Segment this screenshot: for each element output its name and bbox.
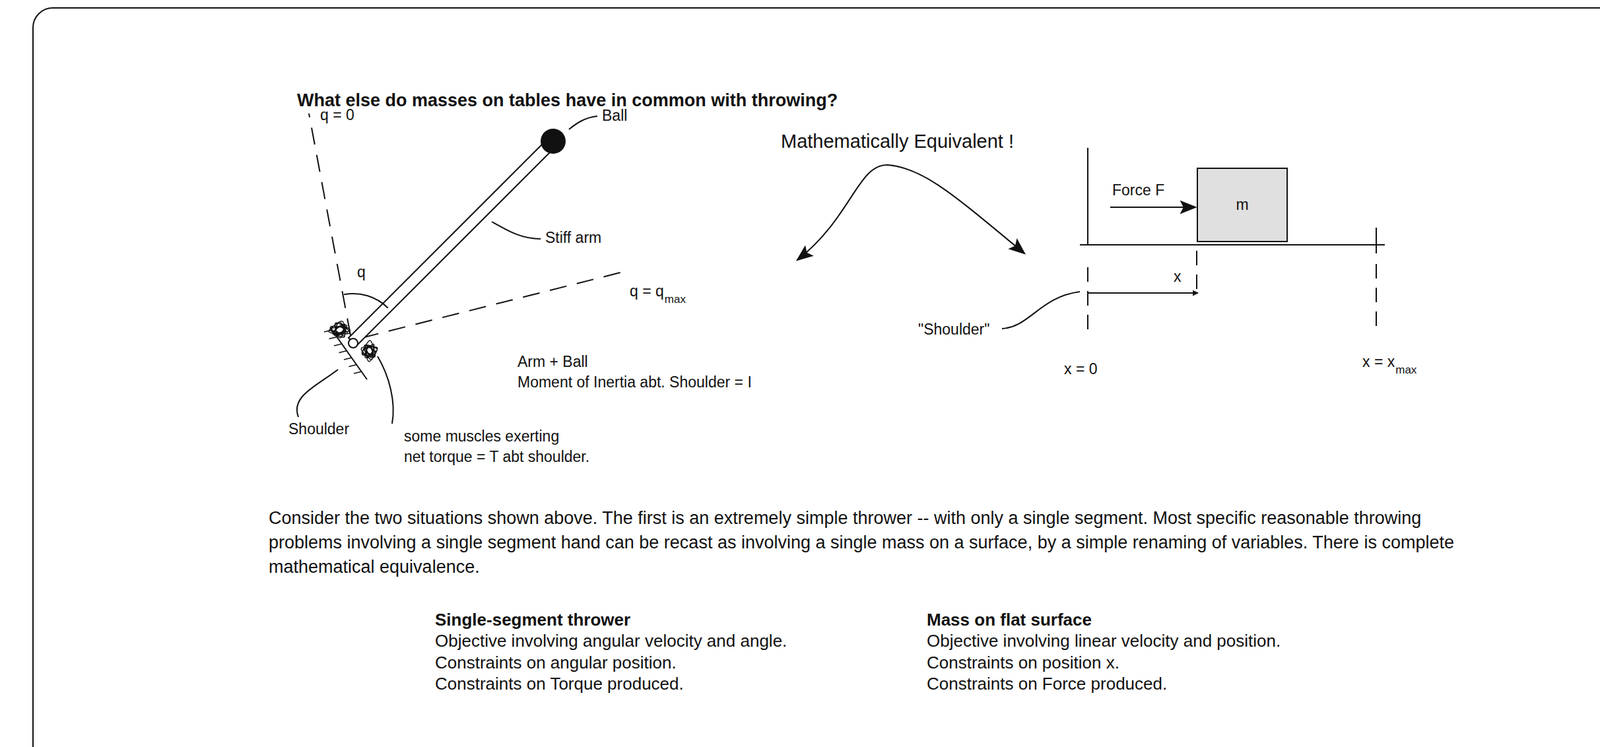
label: some muscles exerting	[403, 427, 560, 447]
hatch	[324, 330, 333, 333]
leader-line	[568, 116, 598, 130]
label: Objective involving angular velocity and…	[434, 631, 787, 652]
column-heading: Single-segment thrower	[434, 609, 631, 631]
table-surface	[1079, 244, 1385, 246]
ball	[540, 128, 566, 154]
wall	[1087, 147, 1089, 245]
label: q = q	[629, 282, 665, 301]
label: Mathematically Equivalent !	[780, 130, 1014, 154]
label: "Shoulder"	[918, 320, 990, 340]
hatch	[329, 337, 338, 340]
dashed-marker	[1196, 250, 1198, 296]
column-heading: Mass on flat surface	[926, 609, 1092, 631]
label: Arm + Ball	[517, 353, 589, 372]
label: q	[357, 263, 366, 282]
label: max	[664, 293, 686, 307]
mass-label: m	[1235, 196, 1249, 214]
dashed-marker	[1375, 264, 1377, 332]
hatch	[349, 365, 358, 367]
muscle-scribble	[361, 340, 378, 362]
dashed-marker	[1087, 267, 1089, 332]
leader-line	[377, 356, 394, 424]
frame	[33, 7, 1600, 747]
label: x = x	[1362, 353, 1395, 372]
label: Stiff arm	[545, 229, 602, 248]
label: q = 0	[320, 106, 355, 125]
label: Ball	[601, 106, 628, 126]
label: Constraints on Force produced.	[926, 673, 1167, 695]
hatch	[333, 343, 342, 346]
leader-line	[1001, 291, 1080, 329]
label: Constraints on Torque produced.	[434, 673, 684, 695]
q-max-line	[361, 271, 624, 338]
equivalence-arrow	[797, 165, 1025, 261]
paragraph: Consider the two situations shown above.…	[268, 506, 1457, 580]
hatch	[343, 357, 352, 360]
label: Moment of Inertia abt. Shoulder = I	[517, 373, 752, 393]
label: Force F	[1112, 181, 1165, 200]
q-zero-line	[308, 113, 351, 336]
label: x = 0	[1064, 360, 1098, 379]
x-arrow	[1087, 292, 1199, 294]
label: net torque = T abt shoulder.	[403, 448, 590, 467]
hatch	[339, 351, 348, 354]
muscles	[324, 321, 378, 374]
label: max	[1395, 363, 1417, 377]
shoulder-joint	[348, 338, 358, 348]
label: Shoulder	[288, 420, 350, 439]
force-arrow	[1110, 206, 1196, 208]
label: x	[1173, 267, 1182, 287]
title: What else do masses on tables have in co…	[297, 89, 838, 111]
stiff-arm	[348, 138, 556, 346]
mass-box: m	[1196, 167, 1288, 243]
leader-line	[491, 221, 541, 239]
label: Objective involving linear velocity and …	[926, 631, 1281, 652]
angle-arc	[343, 293, 389, 309]
label: Constraints on angular position.	[434, 652, 677, 674]
leader-line	[297, 369, 338, 418]
table-end	[1375, 227, 1377, 254]
muscle-scribble	[328, 321, 350, 338]
label: Constraints on position x.	[926, 652, 1120, 674]
hatch	[353, 371, 362, 374]
